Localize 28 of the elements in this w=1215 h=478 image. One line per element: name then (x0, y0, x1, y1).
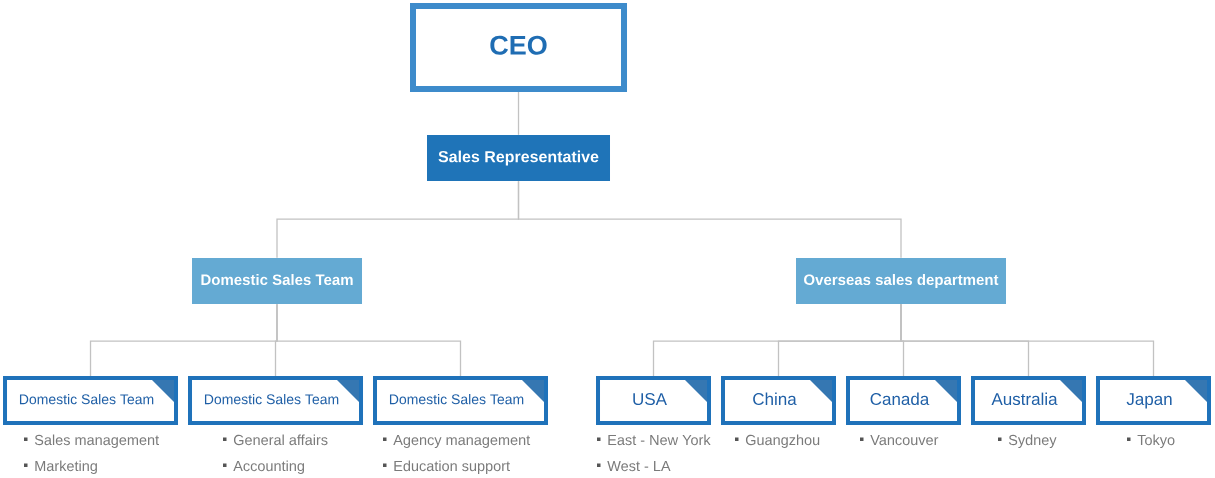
team-box: Domestic Sales Team (188, 376, 363, 425)
position-box: CEO (410, 3, 627, 92)
list-item: Education support (394, 460, 510, 474)
list-item: Guangzhou (745, 434, 820, 448)
team-box: China (721, 376, 836, 425)
team-box: Canada (846, 376, 961, 425)
connector-line (517, 180, 902, 259)
list-item: Agency management (393, 435, 531, 448)
list-item: Accounting (233, 460, 304, 474)
list-item: Sydney (1008, 434, 1057, 448)
list-item: Tokyo (1137, 434, 1175, 448)
list-item: Sales management (34, 434, 159, 448)
team-box: USA (596, 376, 711, 425)
connector-line (276, 303, 462, 377)
list-item: Vancouver (870, 435, 939, 446)
team-box: Japan (1096, 376, 1211, 425)
list-item: Marketing (35, 460, 97, 474)
list-item: West - LA (607, 461, 671, 472)
connector-line (900, 303, 1155, 377)
list-item: General affairs (233, 434, 328, 446)
connector-line (517, 91, 520, 136)
list-item: East - New York (608, 434, 711, 446)
department-box: Domestic Sales Team (192, 258, 362, 304)
team-box: Australia (971, 376, 1086, 425)
department-box: Overseas sales department (796, 258, 1006, 304)
team-box: Domestic Sales Team (373, 376, 548, 425)
team-box: Domestic Sales Team (3, 376, 178, 425)
department-box: Sales Representative (427, 135, 610, 181)
